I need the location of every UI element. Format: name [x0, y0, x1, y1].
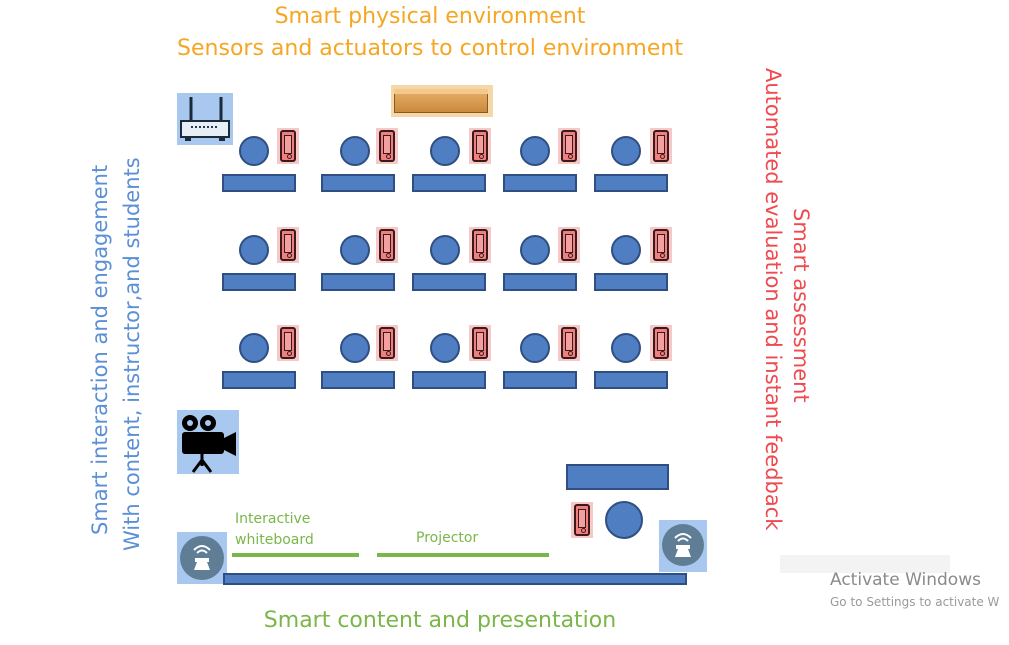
whiteboard-line	[232, 553, 359, 557]
student-head	[340, 136, 370, 166]
activate-windows-subtitle: Go to Settings to activate W	[830, 595, 1000, 609]
student-phone	[277, 227, 299, 263]
student-phone	[376, 128, 398, 164]
student-desk	[412, 371, 486, 389]
student-phone	[650, 227, 672, 263]
sensor-device-icon	[391, 85, 493, 117]
student-head	[239, 333, 269, 363]
student-phone	[469, 325, 491, 361]
student-head	[430, 235, 460, 265]
student-desk	[222, 273, 296, 291]
student-desk	[594, 174, 668, 192]
student-phone	[558, 227, 580, 263]
student-head	[611, 235, 641, 265]
student-head	[430, 136, 460, 166]
projector-line	[377, 553, 549, 557]
student-head	[611, 333, 641, 363]
student-head	[520, 235, 550, 265]
student-head	[520, 136, 550, 166]
top-title-line1: Smart physical environment	[274, 4, 586, 29]
student-head	[340, 235, 370, 265]
left-title-line1: Smart interaction and engagement	[88, 164, 112, 535]
student-phone	[277, 128, 299, 164]
student-phone	[558, 128, 580, 164]
student-phone	[469, 227, 491, 263]
student-head	[611, 136, 641, 166]
student-desk	[503, 273, 577, 291]
right-title-line1: Smart assessment	[789, 208, 813, 403]
faded-tooltip	[780, 555, 950, 573]
student-phone	[650, 325, 672, 361]
right-title-line2: Automated evaluation and instant feedbac…	[761, 68, 785, 531]
bottom-title: Smart content and presentation	[263, 608, 617, 633]
student-head	[239, 235, 269, 265]
wifi-router-icon	[177, 93, 233, 145]
activate-windows-title: Activate Windows	[830, 570, 981, 590]
student-desk	[222, 174, 296, 192]
speaker-icon	[659, 520, 707, 572]
instructor-phone	[571, 502, 593, 538]
whiteboard-label-line2: whiteboard	[235, 532, 314, 548]
student-phone	[277, 325, 299, 361]
student-head	[520, 333, 550, 363]
student-desk	[412, 273, 486, 291]
student-desk	[503, 174, 577, 192]
instructor-head	[605, 501, 643, 539]
speaker-icon	[177, 532, 227, 584]
projector-label: Projector	[416, 530, 479, 546]
front-board	[223, 573, 687, 585]
student-head	[430, 333, 460, 363]
student-desk	[321, 371, 395, 389]
instructor-desk	[566, 464, 669, 490]
student-desk	[594, 371, 668, 389]
student-desk	[321, 174, 395, 192]
video-camera-icon	[177, 410, 239, 474]
student-desk	[594, 273, 668, 291]
top-title-line2: Sensors and actuators to control environ…	[177, 36, 683, 61]
left-title-line2: With content, instructor,and students	[120, 157, 144, 551]
student-phone	[376, 227, 398, 263]
student-desk	[503, 371, 577, 389]
student-phone	[650, 128, 672, 164]
student-head	[340, 333, 370, 363]
student-phone	[558, 325, 580, 361]
student-desk	[321, 273, 395, 291]
whiteboard-label-line1: Interactive	[235, 511, 311, 527]
student-head	[239, 136, 269, 166]
student-desk	[412, 174, 486, 192]
student-phone	[376, 325, 398, 361]
student-desk	[222, 371, 296, 389]
student-phone	[469, 128, 491, 164]
